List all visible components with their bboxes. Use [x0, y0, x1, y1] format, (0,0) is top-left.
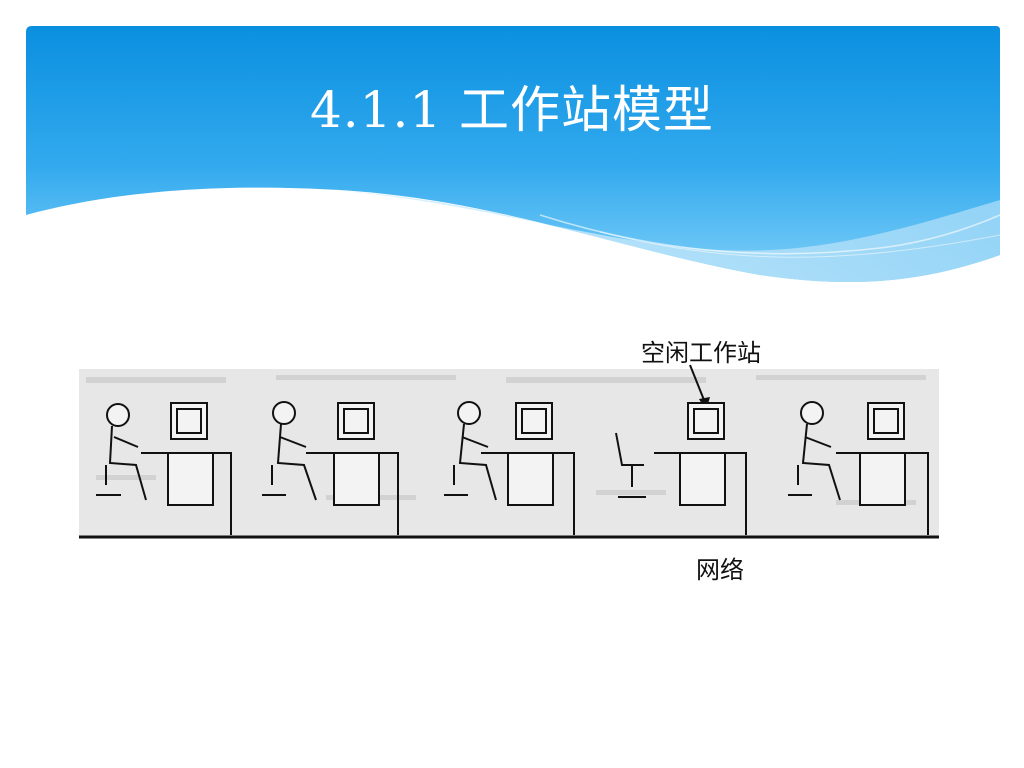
workstation-1 — [96, 402, 232, 535]
workstation-model-figure: 空闲工作站 网络 — [76, 325, 946, 585]
workstation-4-idle — [615, 402, 747, 535]
workstation-5 — [788, 401, 929, 535]
slide-header: 4.1.1 工作站模型 — [0, 0, 1024, 300]
header-wave-background — [26, 26, 1001, 283]
idle-workstation-label: 空闲工作站 — [641, 339, 761, 367]
network-label: 网络 — [696, 556, 744, 584]
workstation-2 — [262, 401, 399, 535]
slide-title: 4.1.1 工作站模型 — [309, 81, 715, 139]
workstation-3 — [444, 401, 575, 535]
workstation-illustration — [79, 364, 939, 539]
